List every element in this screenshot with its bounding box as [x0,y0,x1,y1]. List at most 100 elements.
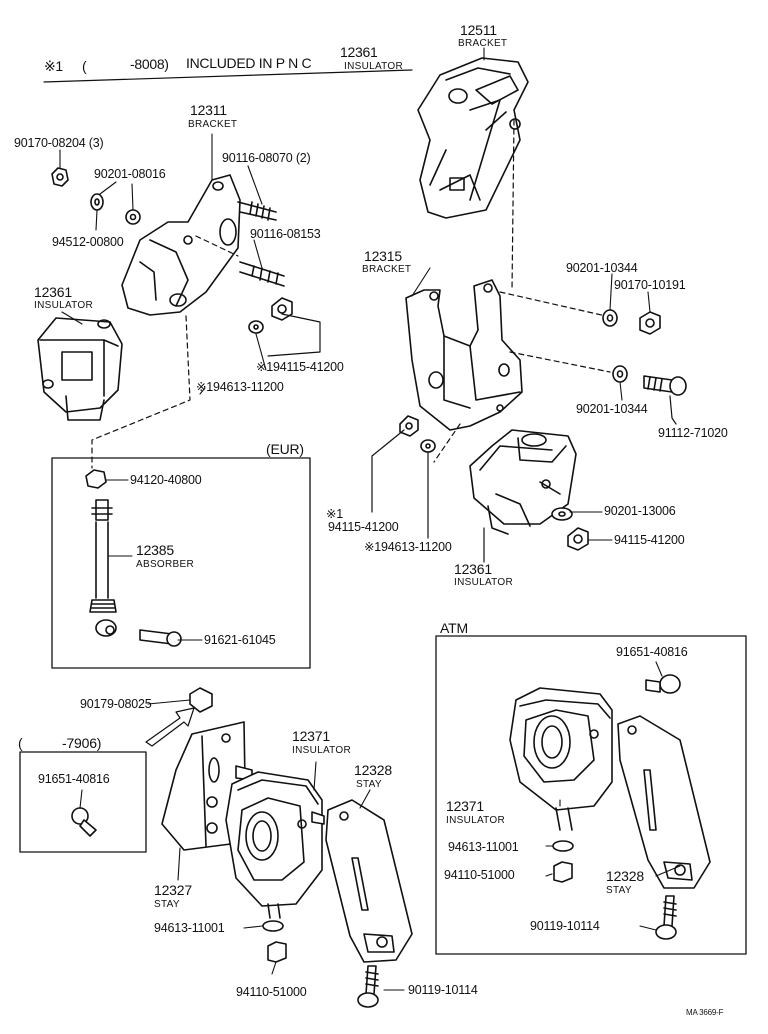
nut-94120-40800 [85,469,107,489]
label-12361-right: 12361 [454,561,492,577]
label-90170-08204: 90170-08204 (3) [14,136,104,150]
label-eur: (EUR) [266,441,304,457]
nut-94110-51000-bottom [267,941,287,963]
label-90201-08016: 90201-08016 [94,167,166,181]
label-94115-41200-a: 94115-41200 [328,520,399,534]
eur-frame [51,457,311,669]
label-12385: 12385 [136,542,174,558]
washer-194613-11200-b [420,439,436,453]
note-pnc: 12361 [340,44,378,60]
note-text: INCLUDED IN P N C [186,55,312,71]
label-12361-right-name: INSULATOR [454,577,514,588]
nut-94115-41200-upper [399,415,419,437]
stud-90116-08153 [239,261,285,287]
insulator-12361-left [37,317,123,421]
washer-94613-11001-atm [552,840,574,852]
note-mark: ※1 [44,58,63,74]
label-12371-bottom: 12371 [292,728,330,744]
note-pnc-name: INSULATOR [344,61,404,72]
nut-90170-10191 [639,311,661,335]
early-frame [19,751,147,853]
washer-90201-08016 [125,209,141,225]
note-underline [43,69,413,83]
label-12511-name: BRACKET [458,38,508,49]
nut-94115-41200-lower [567,527,589,551]
label-12311: 12311 [190,102,227,118]
label-91621-61045: 91621-61045 [204,633,276,647]
washer-94512-00800 [90,193,104,211]
label-91651-40816-early: 91651-40816 [38,772,110,786]
label-12327: 12327 [154,882,192,898]
label-12328-bottom-name: STAY [356,779,382,790]
nut-194115-41200 [271,297,293,321]
label-12327-name: STAY [154,899,180,910]
bolt-91651-40816-early [71,807,97,837]
label-90119-10114-bottom: 90119-10114 [408,983,478,997]
insulator-12371-atm [509,687,613,831]
label-12361-left-name: INSULATOR [34,300,94,311]
leader-lines [59,47,681,991]
bracket-12315 [405,279,523,431]
label-194115-41200: ※194115-41200 [256,360,344,374]
label-90119-10114-atm: 90119-10114 [530,919,600,933]
washer-90201-10344-mid [612,365,628,383]
label-12511: 12511 [460,22,497,38]
stay-12328-atm [617,715,711,889]
label-atm: ATM [440,620,468,636]
label-12328-atm: 12328 [606,868,644,884]
bolt-91651-40816-atm [645,674,681,694]
label-early-open: ( [18,735,23,751]
label-90179-08025: 90179-08025 [80,697,152,711]
atm-frame [435,635,747,955]
note-range-open: ( [82,58,87,74]
label-90170-10191: 90170-10191 [614,278,686,292]
label-90116-08153: 90116-08153 [250,227,321,241]
washer-90201-13006 [551,507,573,521]
nut-94110-51000-atm [553,861,573,883]
label-12311-name: BRACKET [188,119,238,130]
label-12385-name: ABSORBER [136,559,194,570]
label-12315: 12315 [364,248,402,264]
bracket-12511 [417,57,529,219]
label-94613-11001-bottom: 94613-11001 [154,921,225,935]
label-94110-51000-bottom: 94110-51000 [236,985,307,999]
washer-94613-11001-bottom [262,920,284,932]
label-12371-atm-name: INSULATOR [446,815,506,826]
insulator-12361-right [469,429,577,535]
label-90116-08070: 90116-08070 (2) [222,151,311,165]
bolt-91112-71020 [643,375,687,396]
label-194613-11200: ※194613-11200 [196,380,284,394]
bolt-91621-61045 [139,629,182,647]
label-early-end: -7906) [62,735,102,751]
label-94120-40800: 94120-40800 [130,473,202,487]
label-12315-name: BRACKET [362,264,412,275]
label-94115-41200-mark: ※1 [326,507,344,521]
washer-194613-11200 [248,320,264,334]
label-194613-11200-b: ※194613-11200 [364,540,452,554]
label-12371-atm: 12371 [446,798,484,814]
label-94512-00800: 94512-00800 [52,235,124,249]
label-90201-10344-mid: 90201-10344 [576,402,648,416]
label-12361-left: 12361 [34,284,72,300]
washer-90201-10344-top [602,309,618,327]
label-90201-10344-top: 90201-10344 [566,261,638,275]
absorber-12385 [89,499,117,637]
label-91651-40816-atm: 91651-40816 [616,645,688,659]
label-12328-bottom: 12328 [354,762,392,778]
label-94115-41200-b: 94115-41200 [614,533,685,547]
insulator-12371-bottom [225,771,325,919]
stay-12327 [161,721,253,851]
footer-code: MA 3669-F [686,1008,724,1017]
bolt-90119-10114-bottom [357,965,379,1008]
label-12328-atm-name: STAY [606,885,632,896]
label-12371-bottom-name: INSULATOR [292,745,352,756]
stay-12328-bottom [325,799,413,963]
label-91112-71020: 91112-71020 [658,426,728,440]
arrow-to-90179 [145,707,195,747]
label-94110-51000-atm: 94110-51000 [444,868,515,882]
bracket-12311 [121,174,241,316]
bolt-90119-10114-atm [655,895,677,940]
nut-90170-08204 [51,167,69,187]
nut-90179-08025 [189,687,213,713]
